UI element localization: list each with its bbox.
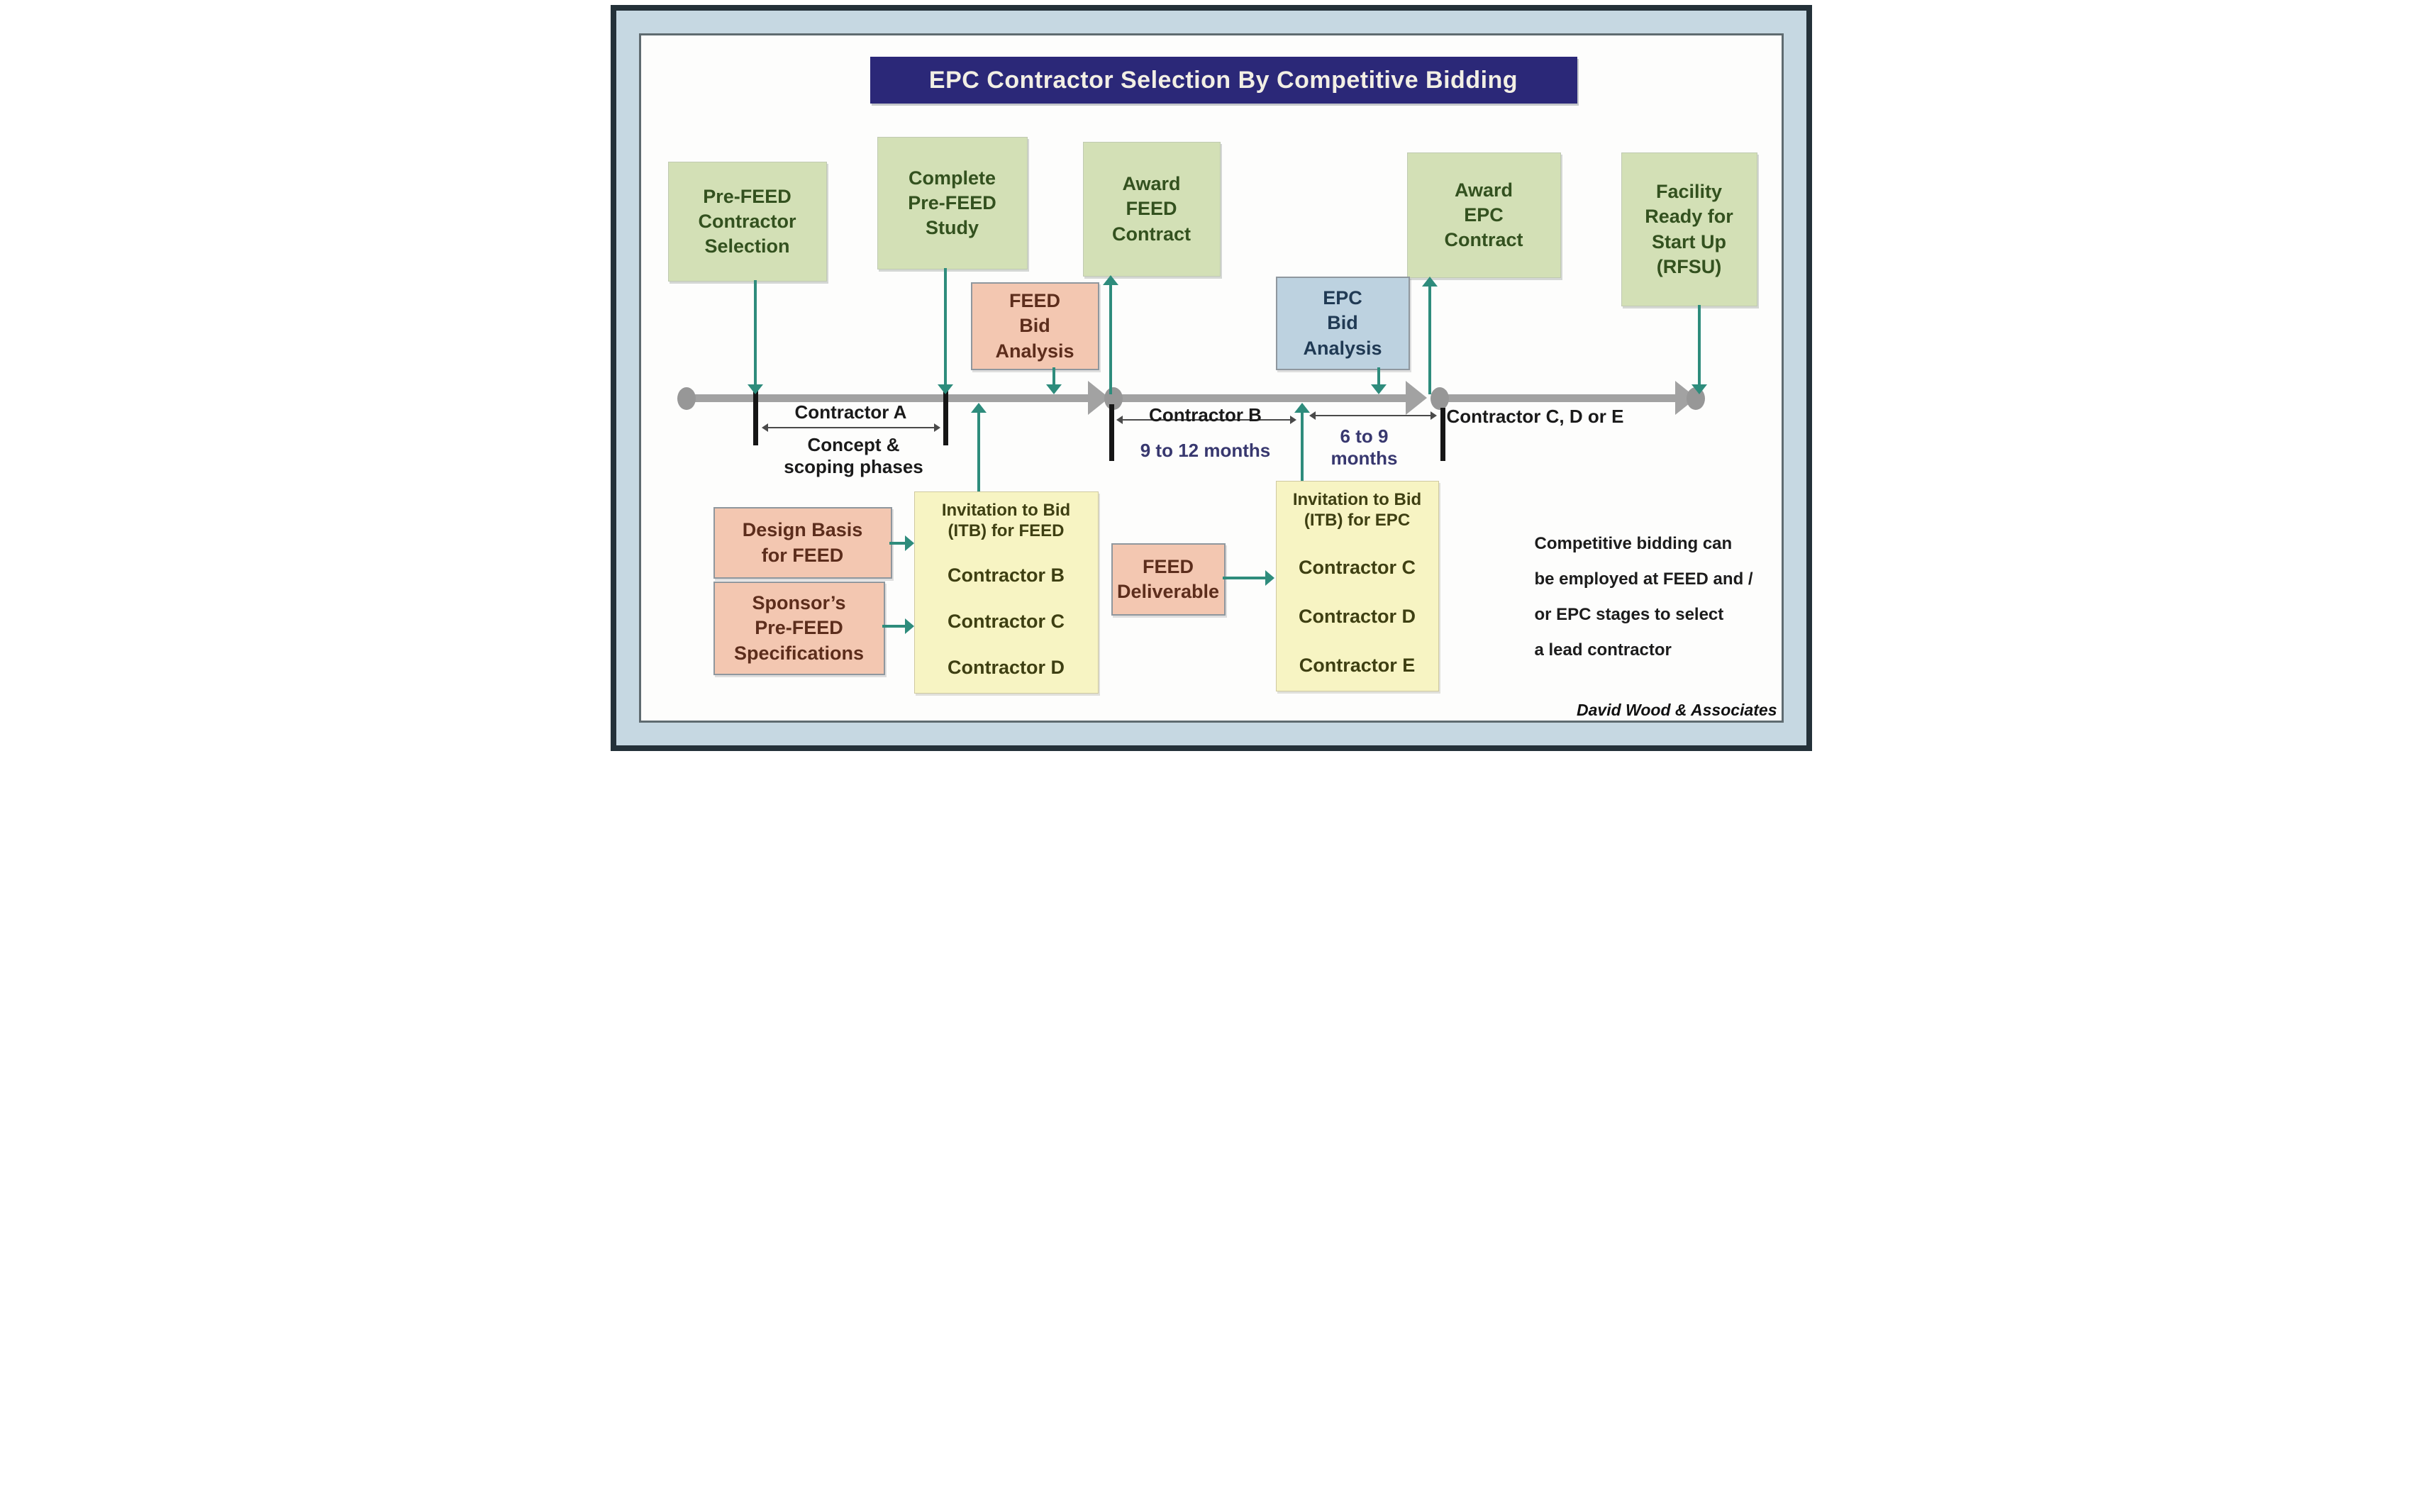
label-phase2-duration: 9 to 12 months xyxy=(1140,440,1271,461)
itb-feed-item: Contractor C xyxy=(947,610,1065,632)
measure-arrow-phase2 xyxy=(1116,416,1296,424)
diagram-page: EPC Contractor Selection By Competitive … xyxy=(605,0,1817,756)
arrow-award-epc-contract-up xyxy=(1421,277,1438,394)
itb-epc-item: Contractor C xyxy=(1298,556,1416,578)
box-design-basis-for-feed: Design Basis for FEED xyxy=(713,507,892,579)
itb-epc-item: Contractor E xyxy=(1299,654,1416,676)
arrow-sponsor-specs-right xyxy=(882,618,914,634)
note-competitive-bidding: Competitive bidding can be employed at F… xyxy=(1534,534,1753,660)
timeline-bar-segment-2 xyxy=(1113,394,1407,402)
label-phase1-description: Concept & scoping phases xyxy=(784,434,923,478)
box-feed-bid-analysis: FEED Bid Analysis xyxy=(970,282,1099,370)
page-title: EPC Contractor Selection By Competitive … xyxy=(870,57,1577,104)
measure-arrow-phase3 xyxy=(1309,411,1437,420)
box-sponsors-pre-feed-specifications: Sponsor’s Pre-FEED Specifications xyxy=(713,582,885,675)
box-award-epc-contract: Award EPC Contract xyxy=(1406,152,1561,278)
timeline-bar-segment-1 xyxy=(679,394,1088,402)
timeline-dot-epc-award xyxy=(1430,387,1449,410)
box-pre-feed-contractor-selection: Pre-FEED Contractor Selection xyxy=(667,162,827,282)
measure-arrow-phase1 xyxy=(761,423,940,432)
itb-feed-item: Contractor B xyxy=(947,564,1065,586)
arrow-epc-bid-analysis-down xyxy=(1370,367,1387,394)
arrow-pre-feed-selection-down xyxy=(747,280,763,394)
box-itb-for-epc: Invitation to Bid (ITB) for EPC Contract… xyxy=(1275,481,1439,691)
timeline-tick-4 xyxy=(1440,408,1445,461)
box-feed-deliverable: FEED Deliverable xyxy=(1111,543,1226,616)
itb-feed-item: Contractor D xyxy=(947,656,1065,678)
itb-epc-item: Contractor D xyxy=(1298,605,1416,627)
arrow-feed-deliverable-right xyxy=(1222,570,1274,586)
timeline-bar-segment-3 xyxy=(1439,394,1678,402)
label-phase2-contractor: Contractor B xyxy=(1149,404,1262,426)
arrow-itb-epc-up xyxy=(1294,403,1310,481)
box-complete-pre-feed-study: Complete Pre-FEED Study xyxy=(877,137,1028,269)
box-epc-bid-analysis: EPC Bid Analysis xyxy=(1275,277,1410,370)
label-phase3-duration: 6 to 9 months xyxy=(1331,426,1398,469)
itb-epc-header: Invitation to Bid (ITB) for EPC xyxy=(1292,490,1422,530)
attribution: David Wood & Associates xyxy=(1577,701,1777,719)
arrow-feed-bid-analysis-down xyxy=(1045,367,1062,394)
box-facility-rfsu: Facility Ready for Start Up (RFSU) xyxy=(1621,152,1757,306)
arrow-award-feed-contract-up xyxy=(1102,275,1118,394)
timeline-dot-start xyxy=(677,387,696,410)
timeline-tick-2 xyxy=(943,385,948,445)
arrow-itb-feed-up xyxy=(970,403,987,491)
label-phase3-contractor: Contractor C, D or E xyxy=(1446,406,1624,427)
itb-feed-header: Invitation to Bid (ITB) for FEED xyxy=(941,501,1071,540)
label-phase1-contractor: Contractor A xyxy=(794,401,907,423)
arrow-design-basis-right xyxy=(889,535,914,551)
timeline-arrowhead-2 xyxy=(1405,381,1427,415)
box-itb-for-feed: Invitation to Bid (ITB) for FEED Contrac… xyxy=(913,491,1099,694)
box-award-feed-contract: Award FEED Contract xyxy=(1082,142,1221,277)
arrow-complete-pre-feed-down xyxy=(937,268,953,394)
timeline-tick-1 xyxy=(752,385,758,445)
timeline-tick-3 xyxy=(1109,404,1114,461)
arrow-rfsu-down xyxy=(1691,305,1707,394)
